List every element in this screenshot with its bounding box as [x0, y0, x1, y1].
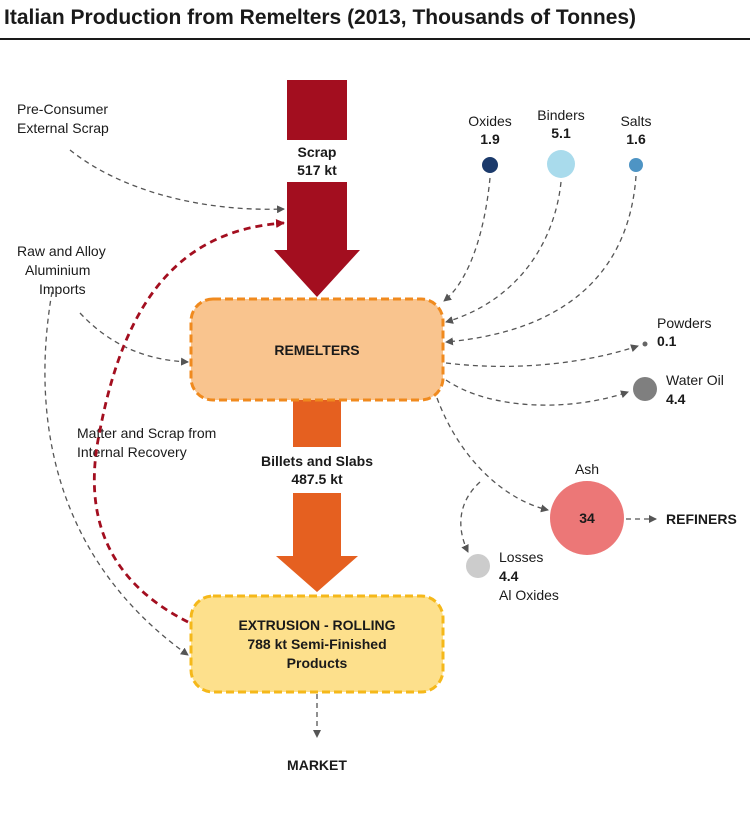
recovery-label-2: Internal Recovery: [77, 444, 187, 460]
powders-name: Powders: [657, 315, 711, 331]
ash-value: 34: [579, 510, 595, 526]
powders-circle: [642, 341, 648, 347]
extrusion-box: [189, 594, 445, 694]
recovery-connector: [92, 219, 285, 624]
losses-circle: [466, 554, 490, 578]
pre-consumer-connector: [69, 149, 285, 214]
market-label: MARKET: [287, 757, 347, 773]
imports-connector: [79, 312, 189, 366]
page-title: Italian Production from Remelters (2013,…: [0, 6, 750, 40]
billets-label-bg: [240, 447, 394, 493]
salts-circle: [629, 158, 643, 172]
water-oil-name: Water Oil: [666, 372, 724, 388]
pre-consumer-label-1: Pre-Consumer: [17, 101, 108, 117]
powders-connector: [445, 344, 639, 368]
scrap-arrow: [274, 80, 360, 297]
salts-value: 1.6: [626, 131, 646, 147]
water-oil-circle: [633, 377, 657, 401]
losses-connector: [460, 481, 481, 553]
ash-name: Ash: [575, 461, 599, 477]
binders-circle: [547, 150, 575, 178]
ash-circle: [550, 481, 624, 555]
scrap-label: Scrap: [298, 144, 337, 160]
ash-connector: [436, 397, 549, 513]
scrap-label-bg: [268, 140, 368, 182]
oxides-circle: [482, 157, 498, 173]
billets-label: Billets and Slabs: [261, 453, 373, 469]
water-oil-value: 4.4: [666, 391, 686, 407]
extrusion-line3: Products: [287, 655, 348, 671]
scrap-value: 517 kt: [297, 162, 337, 178]
imports-to-extrusion-connector: [44, 291, 189, 656]
losses-name: Losses: [499, 549, 543, 565]
losses-value: 4.4: [499, 568, 519, 584]
refiners-label: REFINERS: [666, 511, 737, 527]
recovery-label-1: Matter and Scrap from: [77, 425, 216, 441]
oxides-connector: [443, 177, 491, 302]
billets-value: 487.5 kt: [291, 471, 343, 487]
billets-arrow: [276, 400, 358, 592]
imports-label-2: Aluminium: [25, 262, 90, 278]
powders-value: 0.1: [657, 333, 677, 349]
salts-name: Salts: [620, 113, 651, 129]
binders-connector: [445, 181, 562, 324]
imports-label-3: Imports: [39, 281, 86, 297]
losses-note: Al Oxides: [499, 587, 559, 603]
pre-consumer-label-2: External Scrap: [17, 120, 109, 136]
water-oil-connector: [445, 379, 629, 406]
binders-value: 5.1: [551, 125, 571, 141]
oxides-name: Oxides: [468, 113, 512, 129]
remelters-label: REMELTERS: [274, 342, 359, 358]
imports-label-1: Raw and Alloy: [17, 243, 106, 259]
remelters-box: [189, 297, 445, 402]
salts-connector: [445, 175, 637, 346]
extrusion-line2: 788 kt Semi-Finished: [247, 636, 386, 652]
binders-name: Binders: [537, 107, 584, 123]
extrusion-line1: EXTRUSION - ROLLING: [238, 617, 395, 633]
oxides-value: 1.9: [480, 131, 500, 147]
